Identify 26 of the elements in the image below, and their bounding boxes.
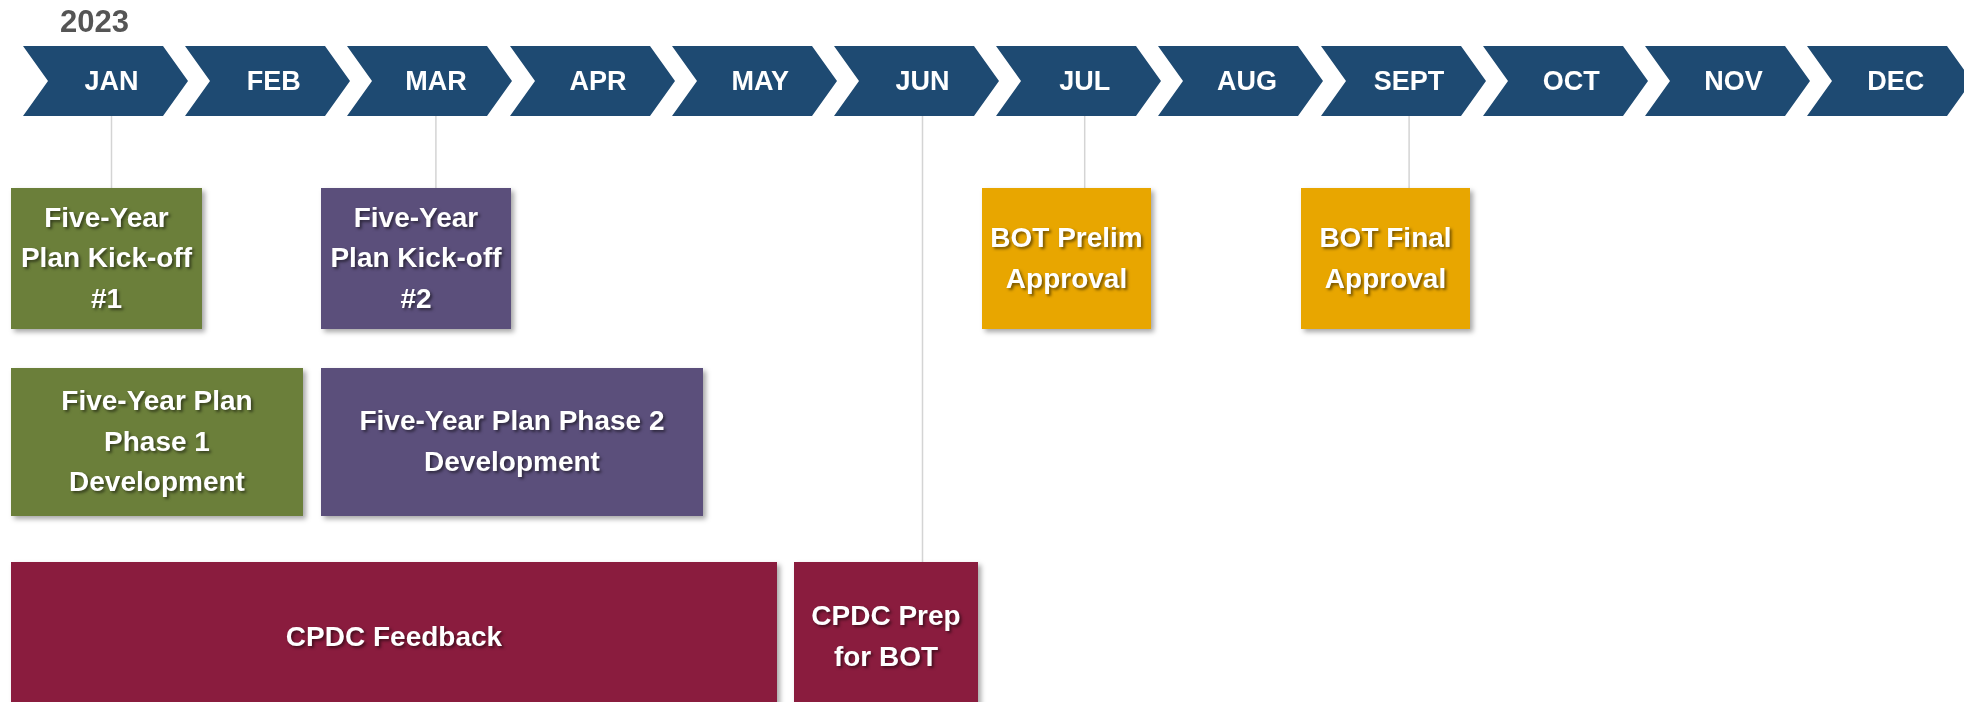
month-banner: SEPT xyxy=(1320,46,1486,116)
month-banner: NOV xyxy=(1645,46,1810,116)
connector-line xyxy=(1408,115,1410,189)
connector-line xyxy=(921,115,924,563)
month-banner: MAY xyxy=(671,46,837,116)
month-banner: JUN xyxy=(834,46,999,116)
milestone-box: Five-Year Plan Phase 2 Development xyxy=(321,368,703,516)
month-banner: OCT xyxy=(1482,46,1648,116)
milestone-box: BOT Prelim Approval xyxy=(982,188,1151,329)
month-banner: JUL xyxy=(996,46,1162,116)
connector-line xyxy=(110,115,113,189)
month-banner: FEB xyxy=(185,46,351,116)
milestone-box: BOT Final Approval xyxy=(1301,188,1470,329)
month-banner: AUG xyxy=(1158,46,1324,116)
month-banner: APR xyxy=(509,46,675,116)
year-heading: 2023 xyxy=(60,4,129,40)
milestone-box: CPDC Feedback xyxy=(11,562,777,702)
connector-line xyxy=(435,115,437,189)
month-banner: MAR xyxy=(347,46,513,116)
month-banner: JAN xyxy=(23,46,188,116)
milestone-box: Five-Year Plan Phase 1 Development xyxy=(11,368,303,516)
milestone-box: Five-Year Plan Kick-off #2 xyxy=(321,188,511,329)
month-banner: DEC xyxy=(1807,46,1964,116)
milestone-box: CPDC Prep for BOT xyxy=(794,562,978,702)
connector-line xyxy=(1083,115,1086,189)
milestone-box: Five-Year Plan Kick-off #1 xyxy=(11,188,202,329)
